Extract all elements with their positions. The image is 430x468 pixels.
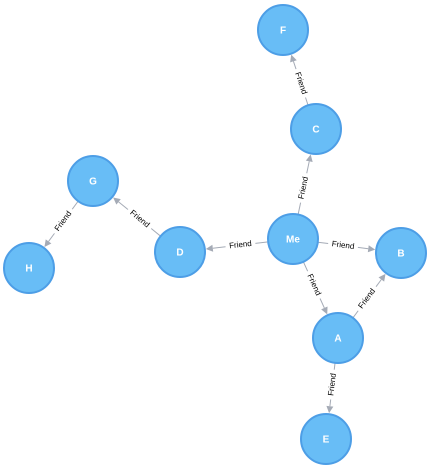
node-circle bbox=[154, 226, 206, 278]
edge-line-end bbox=[357, 246, 369, 250]
edge-line-start bbox=[317, 241, 329, 245]
node-label: G bbox=[89, 177, 97, 188]
edge-arrowhead bbox=[44, 239, 52, 248]
node-label: A bbox=[334, 334, 341, 345]
edge-a-e[interactable]: Friend bbox=[326, 362, 338, 414]
edge-me-c[interactable]: Friend bbox=[297, 154, 313, 215]
edge-line-end bbox=[329, 399, 332, 407]
edge-label: Friend bbox=[229, 239, 253, 251]
edge-label: Friend bbox=[356, 287, 377, 311]
edge-c-f[interactable]: Friend bbox=[290, 54, 309, 106]
node-label: C bbox=[312, 125, 319, 136]
edge-label: Friend bbox=[53, 209, 74, 233]
edge-label: Friend bbox=[297, 176, 310, 200]
edge-d-g[interactable]: Friend bbox=[113, 197, 161, 237]
edge-me-b[interactable]: Friend bbox=[317, 239, 376, 253]
edge-arrowhead bbox=[290, 54, 297, 63]
edge-line-end bbox=[48, 233, 55, 242]
node-f[interactable]: F bbox=[257, 4, 309, 56]
node-me[interactable]: Me bbox=[267, 213, 319, 265]
node-label: E bbox=[323, 435, 330, 446]
edge-arrowhead bbox=[326, 405, 334, 414]
node-circle bbox=[300, 413, 352, 465]
node-b[interactable]: B bbox=[375, 227, 427, 279]
edge-line-start bbox=[150, 228, 161, 237]
edge-arrowhead bbox=[113, 197, 121, 205]
edge-line-end bbox=[212, 246, 226, 249]
edge-line-start bbox=[255, 241, 269, 244]
edge-a-b[interactable]: Friend bbox=[352, 273, 386, 319]
node-label: H bbox=[25, 264, 32, 275]
node-circle bbox=[267, 213, 319, 265]
edge-line-start bbox=[297, 202, 302, 215]
node-circle bbox=[375, 227, 427, 279]
edge-line-end bbox=[375, 279, 382, 287]
node-e[interactable]: E bbox=[300, 413, 352, 465]
edge-label: Friend bbox=[326, 373, 338, 397]
edge-line-start bbox=[71, 200, 79, 210]
edge-arrowhead bbox=[367, 245, 376, 253]
edge-line-end bbox=[319, 298, 325, 309]
node-circle bbox=[67, 155, 119, 207]
edge-arrowhead bbox=[305, 154, 313, 163]
edge-me-a[interactable]: Friend bbox=[302, 261, 328, 315]
edge-line-end bbox=[306, 161, 310, 174]
edge-line-start bbox=[352, 310, 359, 319]
node-d[interactable]: D bbox=[154, 226, 206, 278]
edge-g-h[interactable]: Friend bbox=[44, 200, 79, 248]
node-c[interactable]: C bbox=[290, 103, 342, 155]
node-g[interactable]: G bbox=[67, 155, 119, 207]
edge-arrowhead bbox=[321, 306, 328, 315]
edge-arrowhead bbox=[205, 244, 214, 252]
edge-line-end bbox=[292, 61, 297, 70]
node-label: F bbox=[280, 26, 286, 37]
edge-label: Friend bbox=[331, 239, 355, 251]
edge-line-end bbox=[118, 201, 129, 210]
edge-me-d[interactable]: Friend bbox=[205, 239, 269, 252]
edge-label: Friend bbox=[305, 273, 323, 297]
edge-label: Friend bbox=[293, 71, 309, 95]
node-circle bbox=[257, 4, 309, 56]
edge-line-start bbox=[302, 261, 309, 272]
node-circle bbox=[290, 103, 342, 155]
edge-label: Friend bbox=[128, 208, 151, 229]
node-label: B bbox=[397, 249, 404, 260]
node-circle bbox=[312, 312, 364, 364]
edge-line-start bbox=[305, 97, 309, 106]
edge-arrowhead bbox=[378, 273, 386, 282]
node-label: Me bbox=[286, 235, 300, 246]
node-a[interactable]: A bbox=[312, 312, 364, 364]
edge-line-start bbox=[333, 362, 336, 370]
node-h[interactable]: H bbox=[3, 242, 55, 294]
node-label: D bbox=[176, 248, 183, 259]
nodes-layer: MeA B C D E F G H bbox=[3, 4, 427, 465]
node-circle bbox=[3, 242, 55, 294]
